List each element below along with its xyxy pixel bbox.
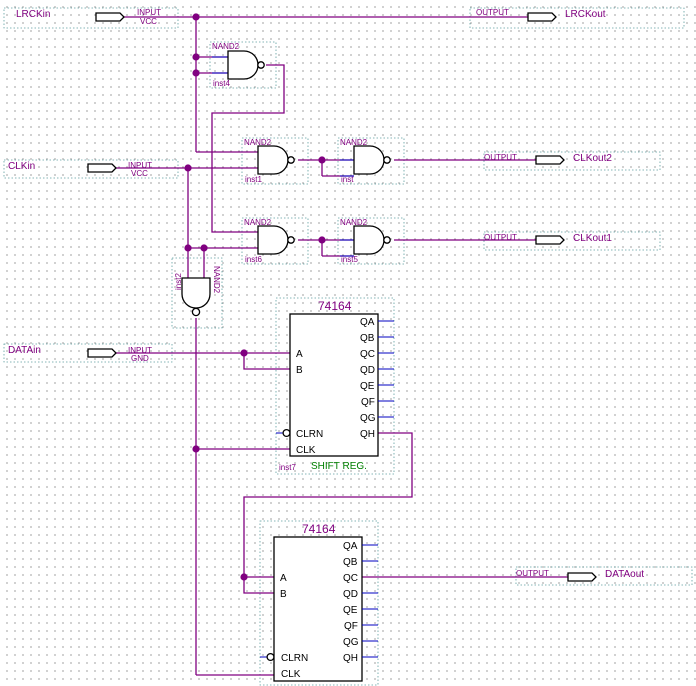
chip2-pin-a: A [280, 573, 287, 584]
output-name-lrckout: LRCKout [565, 9, 606, 20]
chip2-pin-clk: CLK [281, 669, 301, 680]
chip2-pin-qg: QG [343, 637, 359, 648]
gate-type-inst6: NAND2 [244, 218, 272, 227]
instance-inst4: inst4 [213, 79, 230, 88]
chip1-pin-qb: QB [360, 333, 375, 344]
input-tag-clkin: INPUT [128, 161, 152, 170]
output-name-clkout2: CLKout2 [573, 153, 612, 164]
chip2-pin-b: B [280, 589, 287, 600]
chip-title-inst7: 74164 [318, 299, 352, 313]
nand-gates [181, 50, 391, 317]
output-tag-lrckout: OUTPUT [476, 8, 509, 17]
chip2-pin-clrn: CLRN [281, 653, 308, 664]
lrckin-pin-shape [95, 12, 125, 22]
gate-type-inst4: NAND2 [212, 42, 240, 51]
chip1-pin-qd: QD [360, 365, 375, 376]
junctions [184, 13, 326, 581]
chip2-pin-qe: QE [343, 605, 358, 616]
shift-register-inst8 [260, 536, 378, 682]
wires [116, 16, 568, 676]
gate-type-inst2: NAND2 [212, 266, 221, 294]
input-sub-datain: GND [131, 354, 149, 363]
nand-gate-inst1 [257, 145, 289, 175]
nand-gate-inst5 [353, 225, 385, 255]
chip1-pin-qa: QA [360, 317, 375, 328]
chip2-pin-qb: QB [343, 557, 358, 568]
input-name-clkin: CLKin [8, 161, 35, 172]
gate-type-inst1: NAND2 [244, 138, 272, 147]
output-tag-clkout2: OUTPUT [484, 153, 517, 162]
chip2-pin-qd: QD [343, 589, 358, 600]
chip2-pin-qf: QF [344, 621, 358, 632]
gate-type-inst5: NAND2 [340, 218, 368, 227]
output-name-dataout: DATAout [605, 569, 644, 580]
chip1-pin-qe: QE [360, 381, 375, 392]
clkin-pin-shape [87, 163, 117, 173]
output-name-clkout1: CLKout1 [573, 233, 612, 244]
chip-caption-inst7: SHIFT REG. [311, 461, 367, 472]
nand-gate-inst2 [181, 277, 211, 309]
instance-inst1: inst1 [245, 175, 262, 184]
gate-type-inst: NAND2 [340, 138, 368, 147]
input-name-datain: DATAin [8, 345, 41, 356]
output-tag-clkout1: OUTPUT [484, 233, 517, 242]
chip1-pin-b: B [296, 365, 303, 376]
clkout2-pin-shape [535, 155, 565, 165]
chip2-pin-qa: QA [343, 541, 358, 552]
chip1-pin-qg: QG [360, 413, 376, 424]
datain-pin-shape [87, 348, 117, 358]
chip-title-second: 74164 [302, 522, 336, 536]
chip1-pin-clrn: CLRN [296, 429, 323, 440]
io-pins [87, 12, 597, 582]
nand-gate-inst4 [227, 50, 259, 80]
chip1-pin-qf: QF [361, 397, 375, 408]
input-tag-datain: INPUT [128, 346, 152, 355]
instance-inst: inst [341, 175, 354, 184]
nand-gate-inst [353, 145, 385, 175]
instance-inst2: inst2 [174, 273, 183, 290]
chip1-pin-clk: CLK [296, 445, 316, 456]
clkout1-pin-shape [535, 235, 565, 245]
chip1-pin-qc: QC [360, 349, 375, 360]
instance-inst5: inst5 [341, 255, 358, 264]
chip1-pin-qh: QH [360, 429, 375, 440]
output-tag-dataout: OUTPUT [516, 569, 549, 578]
dataout-pin-shape [567, 572, 597, 582]
chip2-pin-qc: QC [343, 573, 358, 584]
lrckout-pin-shape [527, 12, 557, 22]
nand-gate-inst6 [257, 225, 289, 255]
input-sub-lrckin: VCC [140, 17, 157, 26]
input-tag-lrckin: INPUT [137, 8, 161, 17]
chip2-pin-qh: QH [343, 653, 358, 664]
labels: LRCKin INPUT VCC CLKin INPUT VCC DATAin … [8, 8, 644, 680]
input-sub-clkin: VCC [131, 169, 148, 178]
chip1-pin-a: A [296, 349, 303, 360]
instance-inst6: inst6 [245, 255, 262, 264]
instance-inst7: inst7 [279, 463, 296, 472]
shift-register-inst7 [276, 313, 394, 457]
input-name-lrckin: LRCKin [16, 9, 50, 20]
